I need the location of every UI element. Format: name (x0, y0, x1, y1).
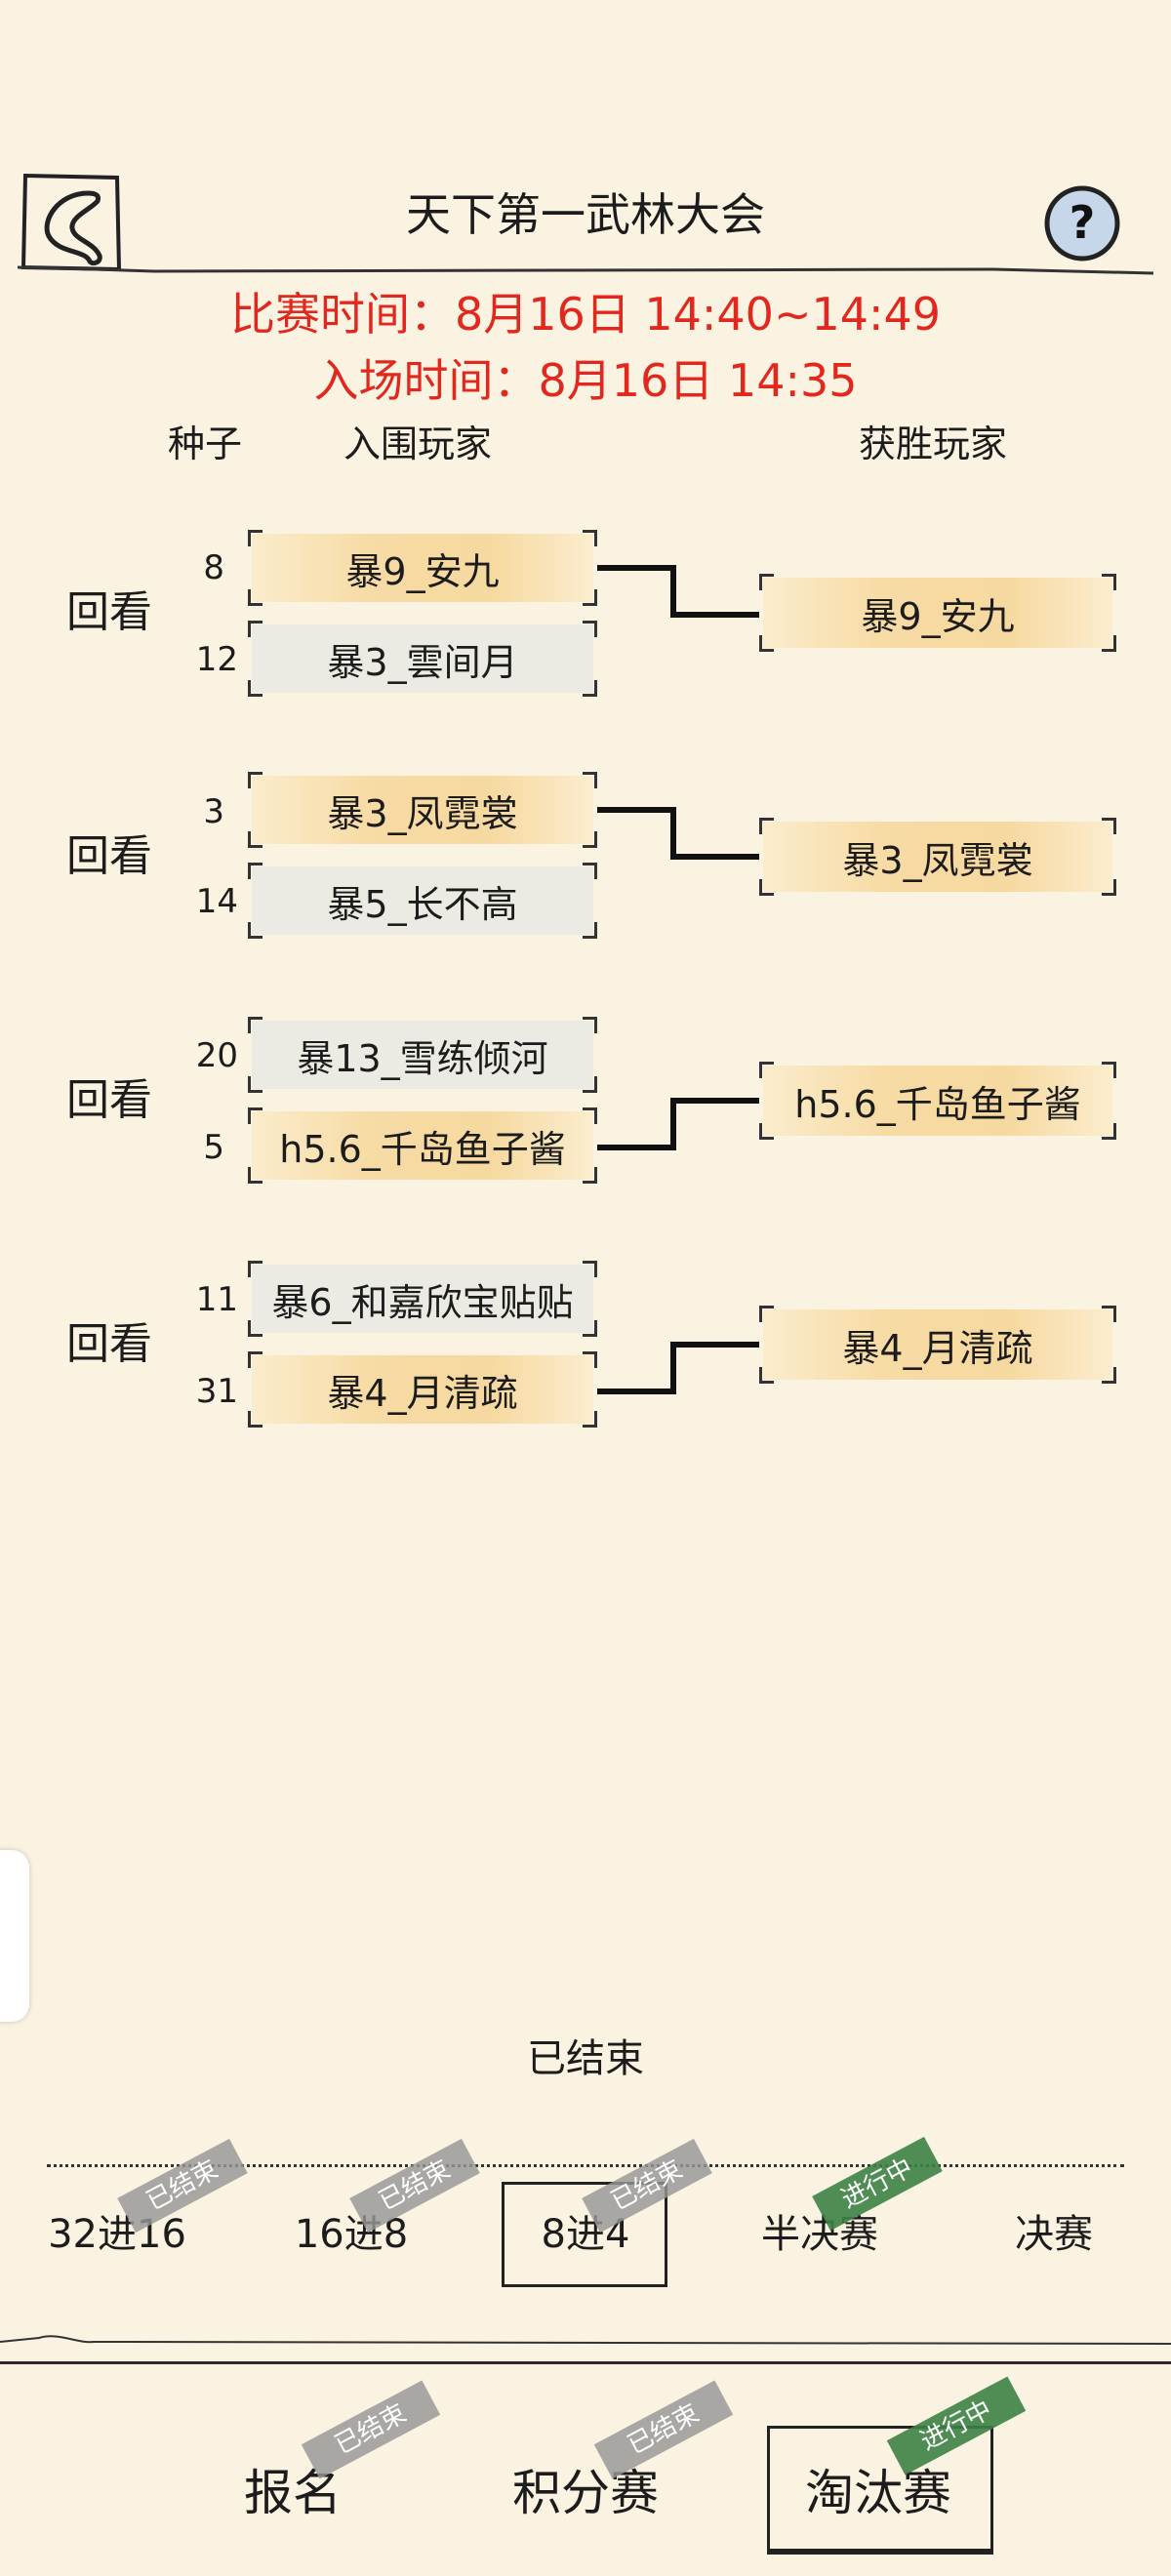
replay-button[interactable]: 回看 (66, 1075, 152, 1125)
help-icon: ? (1044, 185, 1120, 262)
bracket-line (597, 807, 759, 860)
seed-number: 11 (195, 1280, 238, 1319)
seed-number: 31 (195, 1372, 238, 1411)
finalists-column-header: 入围玩家 (343, 423, 493, 465)
player-name: 暴3_凤霓裳 (327, 791, 518, 835)
player-name: 暴9_安九 (345, 549, 500, 593)
player-box[interactable]: 暴3_凤霓裳 (248, 772, 597, 848)
replay-button[interactable]: 回看 (66, 587, 152, 637)
bottom-nav-divider (0, 2361, 1171, 2364)
player-box[interactable]: 暴4_月清疏 (248, 1351, 597, 1428)
winner-box[interactable]: 暴3_凤霓裳 (759, 818, 1116, 896)
stage-tab-final[interactable]: 决赛 (1015, 2212, 1093, 2257)
help-button[interactable]: ? (1042, 183, 1122, 263)
player-name: 暴13_雪练倾河 (297, 1036, 548, 1080)
winner-box[interactable]: 暴9_安九 (759, 574, 1116, 652)
winner-name: h5.6_千岛鱼子酱 (794, 1082, 1081, 1126)
stage-tab-8-4[interactable]: 8进4 (541, 2212, 630, 2257)
seed-number: 20 (195, 1036, 238, 1075)
selected-stage-frame (502, 2182, 667, 2287)
bracket-line (597, 1342, 759, 1394)
seed-number: 3 (203, 792, 224, 831)
seed-number: 8 (203, 548, 224, 587)
player-box[interactable]: 暴6_和嘉欣宝贴贴 (248, 1261, 597, 1337)
entry-time: 入场时间：8月16日 14:35 (313, 354, 858, 407)
bracket-lines (597, 565, 759, 1394)
player-name: 暴5_长不高 (327, 882, 518, 926)
bracket-line (597, 565, 759, 618)
header-divider (18, 265, 1153, 275)
player-box[interactable]: 暴5_长不高 (248, 863, 597, 939)
nav-tab-knockout[interactable]: 淘汰赛 (805, 2465, 951, 2521)
stage-tab-32-16[interactable]: 32进16 (48, 2212, 186, 2257)
player-name: 暴6_和嘉欣宝贴贴 (271, 1280, 574, 1324)
stage-track (47, 2164, 1124, 2171)
nav-tab-signup[interactable]: 报名 (244, 2465, 342, 2521)
section-divider (0, 2335, 1171, 2345)
player-name: 暴4_月清疏 (327, 1371, 518, 1415)
replay-button[interactable]: 回看 (66, 1319, 152, 1369)
seed-number: 5 (203, 1128, 224, 1167)
winner-name: 暴3_凤霓裳 (842, 838, 1033, 882)
side-drawer-handle[interactable] (0, 1850, 29, 2022)
winner-name: 暴4_月清疏 (842, 1326, 1033, 1370)
seed-number: 14 (195, 882, 238, 921)
match-time: 比赛时间：8月16日 14:40~14:49 (229, 288, 942, 341)
player-box[interactable]: h5.6_千岛鱼子酱 (248, 1107, 597, 1184)
winner-name: 暴9_安九 (861, 594, 1015, 638)
page-title: 天下第一武林大会 (406, 188, 765, 241)
winner-box[interactable]: h5.6_千岛鱼子酱 (759, 1062, 1116, 1140)
seed-column-header: 种子 (168, 423, 243, 465)
stage-tab-semifinal[interactable]: 半决赛 (761, 2212, 878, 2257)
player-box[interactable]: 暴9_安九 (248, 530, 597, 606)
bracket-line (597, 1098, 759, 1150)
nav-stamp: 已结束 (301, 2380, 441, 2479)
selected-nav-frame (767, 2426, 993, 2555)
winner-box[interactable]: 暴4_月清疏 (759, 1306, 1116, 1384)
round-status: 已结束 (527, 2036, 644, 2081)
player-name: h5.6_千岛鱼子酱 (279, 1127, 566, 1171)
player-box[interactable]: 暴13_雪练倾河 (248, 1017, 597, 1093)
svg-text:?: ? (1070, 196, 1096, 249)
winners-column-header: 获胜玩家 (859, 423, 1008, 465)
replay-button[interactable]: 回看 (66, 831, 152, 881)
player-name: 暴3_雲间月 (327, 640, 518, 684)
seed-number: 12 (195, 640, 238, 679)
player-box[interactable]: 暴3_雲间月 (248, 621, 597, 697)
nav-tab-points-match[interactable]: 积分赛 (512, 2465, 659, 2521)
